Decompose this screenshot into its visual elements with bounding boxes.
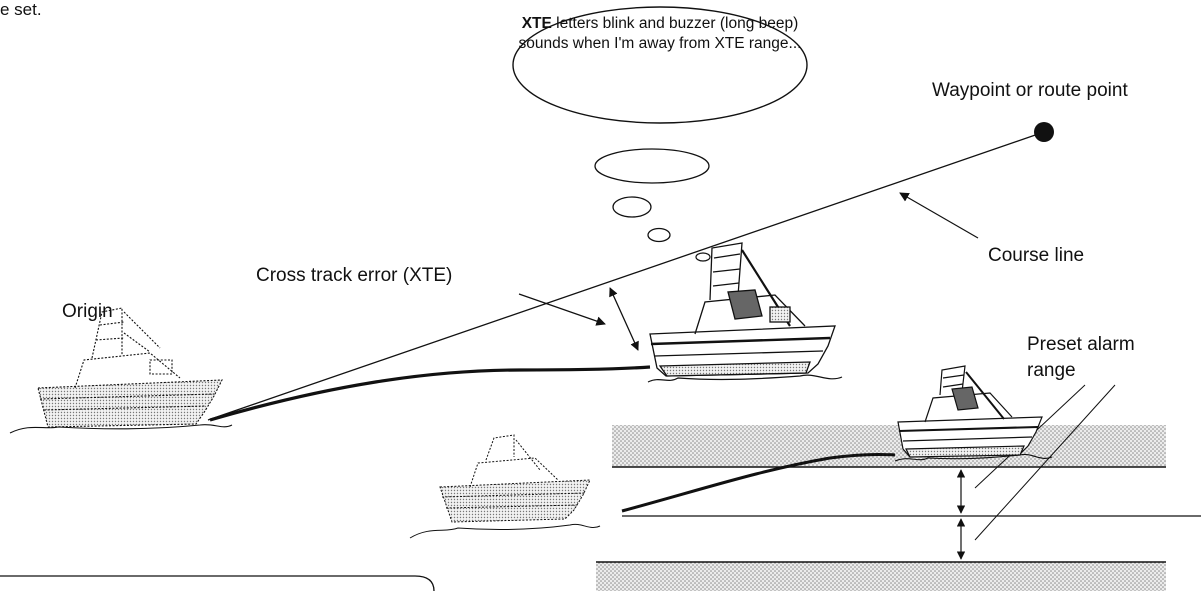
band-boat-illustration bbox=[898, 366, 1042, 457]
xte-label: Cross track error (XTE) bbox=[256, 265, 452, 287]
alarm-band-upper bbox=[612, 425, 1166, 467]
waypoint-marker bbox=[1034, 122, 1054, 142]
thought-bubble-message: letters blink and buzzer (long beep) sou… bbox=[519, 15, 802, 52]
header-fragment: e set. bbox=[0, 0, 42, 20]
preset-alarm-label-line1: Preset alarm bbox=[1027, 334, 1135, 356]
alarm-band-lower bbox=[596, 562, 1166, 591]
lower-boat-illustration bbox=[440, 435, 590, 522]
origin-label: Origin bbox=[62, 301, 113, 323]
thought-bubble-text: XTE letters blink and buzzer (long beep)… bbox=[516, 14, 804, 54]
course-line-label: Course line bbox=[988, 245, 1084, 267]
xte-bold-lead: XTE bbox=[522, 15, 552, 32]
preset-alarm-label-line2: range bbox=[1027, 360, 1076, 382]
course-line-pointer bbox=[900, 193, 978, 238]
middle-boat-illustration bbox=[650, 243, 835, 376]
origin-boat-illustration bbox=[38, 308, 222, 427]
waypoint-label: Waypoint or route point bbox=[932, 80, 1128, 102]
callout-box-edge bbox=[0, 576, 434, 591]
xte-dimension-arrow bbox=[610, 288, 638, 350]
track-origin-to-middle bbox=[210, 367, 650, 420]
lower-waves bbox=[410, 524, 600, 538]
